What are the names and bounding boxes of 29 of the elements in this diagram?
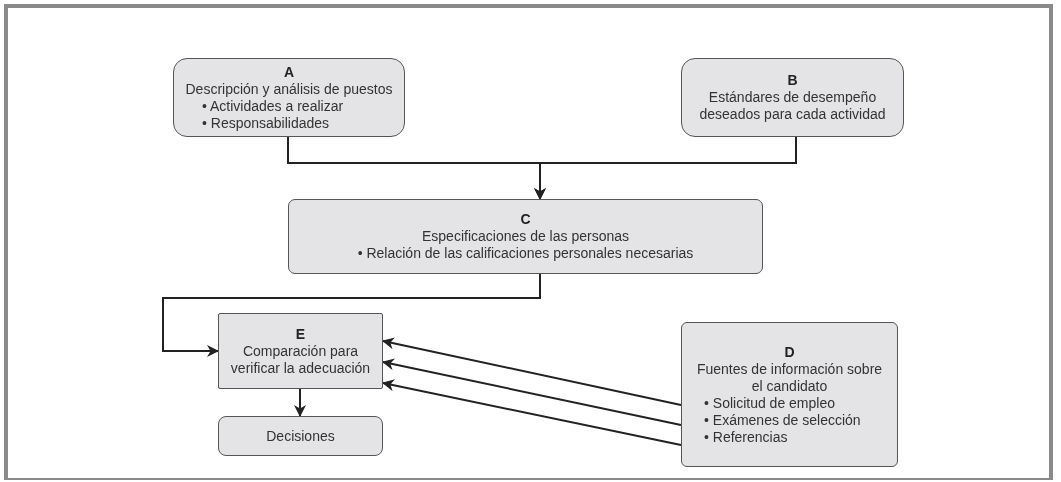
box-letter: D: [783, 343, 796, 361]
arrow: [382, 337, 682, 406]
process-box: [681, 322, 898, 467]
process-box: [218, 313, 383, 389]
box-description: Fuentes de información sobre el candidato: [695, 360, 884, 395]
box-title: Decisiones: [265, 427, 336, 445]
box-description: Estándares de desempeño deseados para cada actividad: [698, 89, 887, 123]
arrow: [294, 388, 306, 417]
box-letter: E: [294, 325, 307, 343]
bullet-item: • Responsabilidades: [201, 114, 331, 132]
bullet-item: • Actividades a realizar: [201, 97, 345, 115]
box-letter: B: [786, 72, 799, 89]
bullet-item: • Relación de las calificaciones personales necesarias: [356, 245, 695, 262]
process-box: [288, 199, 763, 274]
process-box: [681, 58, 904, 137]
arrow: [382, 358, 682, 426]
box-description: Especificaciones de las personas: [421, 228, 630, 245]
bullet-item: • Referencias: [703, 428, 789, 446]
arrow: [534, 136, 797, 200]
box-letter: A: [282, 63, 296, 81]
bullet-item: • Solicitud de empleo: [703, 394, 836, 412]
arrow: [382, 379, 682, 446]
box-letter: C: [519, 211, 532, 228]
process-box: [173, 58, 405, 137]
box-description: Comparación para verificar la adecuación: [229, 342, 372, 377]
process-box: [218, 416, 383, 456]
bullet-item: • Exámenes de selección: [703, 411, 862, 429]
box-description: Descripción y análisis de puestos: [184, 80, 394, 98]
arrow: [162, 273, 541, 357]
